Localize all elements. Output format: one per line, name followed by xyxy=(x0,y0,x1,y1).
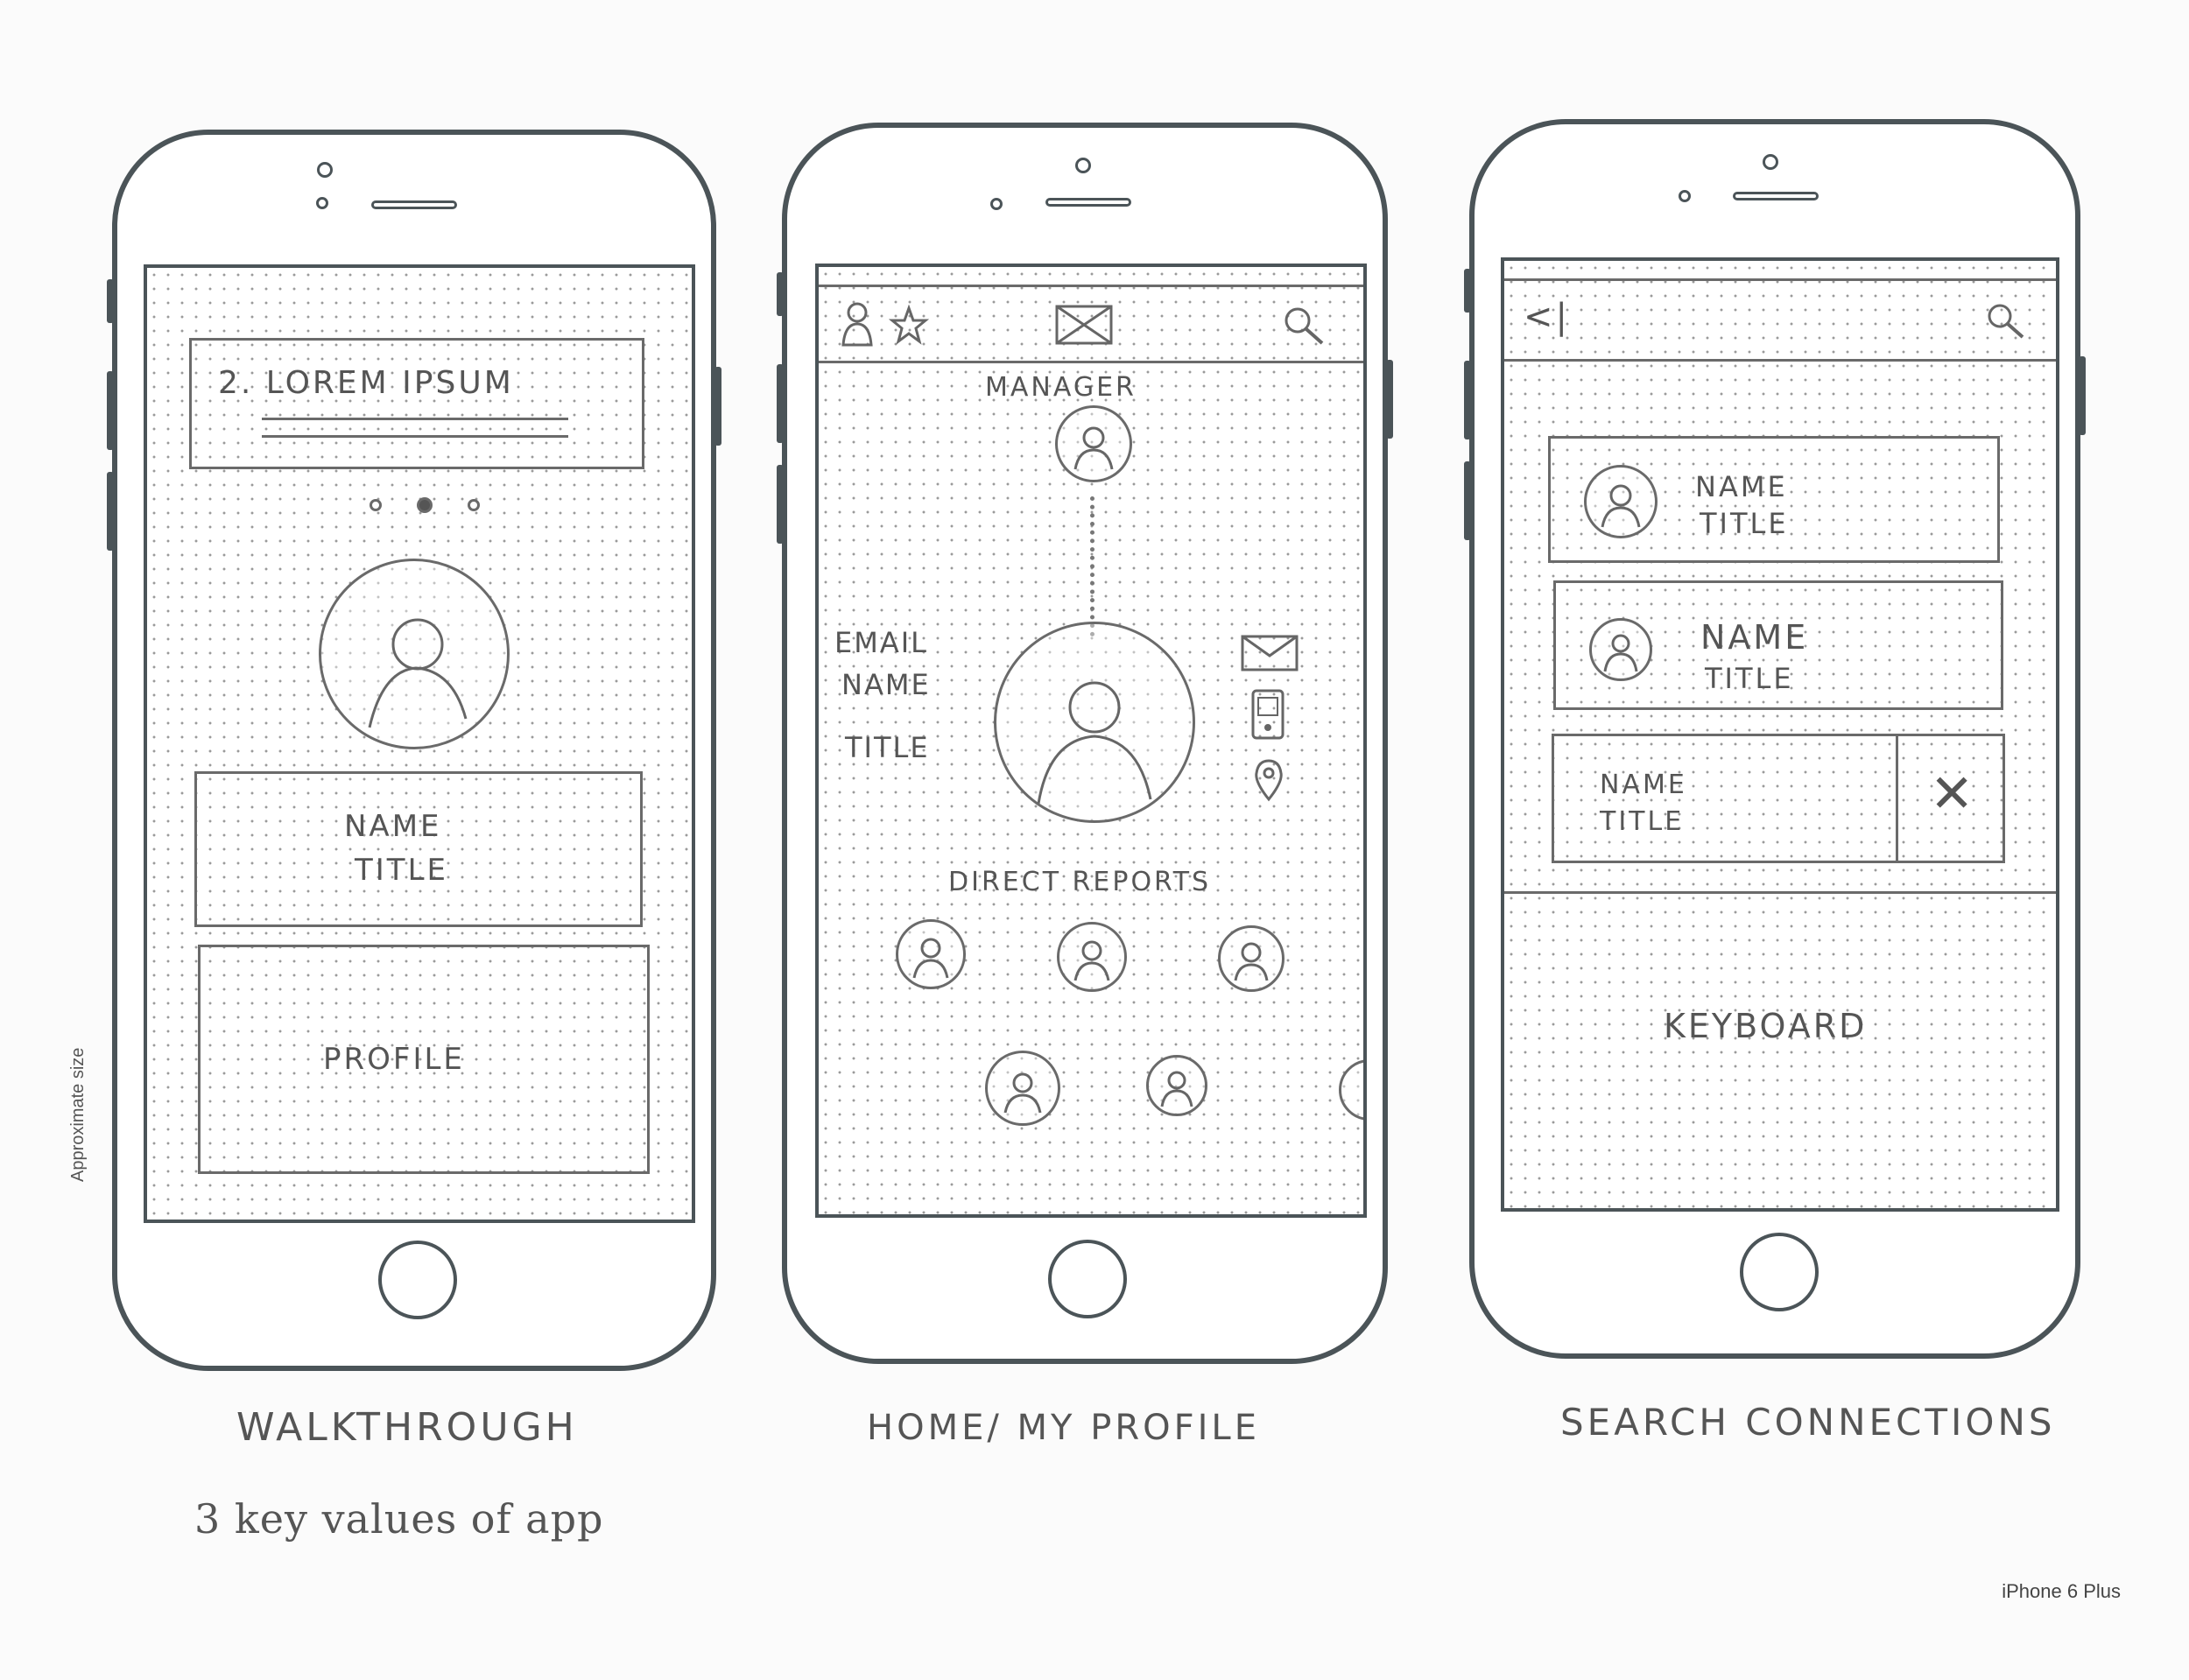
direct-report-avatar-3[interactable] xyxy=(1218,925,1285,992)
pager-dot-2-active[interactable] xyxy=(417,497,433,513)
result-name: NAME xyxy=(1600,770,1687,800)
phone-home-profile: MANAGER EMAIL NAME TITLE xyxy=(777,123,1393,1364)
person-icon xyxy=(912,938,949,979)
search-icon[interactable] xyxy=(1278,301,1327,350)
walkthrough-caption: WALKTHROUGH xyxy=(236,1405,578,1450)
home-button[interactable] xyxy=(1048,1240,1127,1318)
search-screen: <| NAME TITLE NAME TITLE NAME TITLE xyxy=(1501,257,2059,1212)
phone-walkthrough: 2. LOREM IPSUM NAME TITLE PROFILE xyxy=(107,130,721,1371)
direct-reports-label: DIRECT REPORTS xyxy=(948,867,1212,897)
search-result-2[interactable]: NAME TITLE xyxy=(1553,580,2003,710)
result-title: TITLE xyxy=(1600,806,1685,837)
person-icon xyxy=(1160,1071,1193,1107)
direct-report-avatar-2[interactable] xyxy=(1057,922,1127,992)
my-avatar[interactable] xyxy=(994,622,1195,823)
walkthrough-card-title: 2. LOREM IPSUM xyxy=(218,365,514,401)
approximate-size-note: Approximate size xyxy=(68,1047,88,1182)
walkthrough-card: 2. LOREM IPSUM xyxy=(189,338,644,469)
delete-action[interactable]: ✕ xyxy=(1896,734,2008,863)
manager-label: MANAGER xyxy=(985,372,1137,403)
manager-avatar[interactable] xyxy=(1055,405,1132,482)
pager-dots[interactable] xyxy=(370,497,492,515)
home-button[interactable] xyxy=(1740,1233,1819,1311)
person-icon xyxy=(1234,942,1269,981)
close-icon: ✕ xyxy=(1930,764,1974,823)
pager-dot-1[interactable] xyxy=(370,499,382,511)
keyboard-divider xyxy=(1504,891,2056,894)
profile-button-label: PROFILE xyxy=(323,1042,465,1077)
name-label: NAME xyxy=(841,668,931,701)
keyboard-label: KEYBOARD xyxy=(1664,1007,1868,1045)
star-icon[interactable] xyxy=(889,305,929,345)
location-pin-icon[interactable] xyxy=(1251,756,1286,805)
home-button[interactable] xyxy=(378,1241,457,1319)
walkthrough-name-title-box: NAME TITLE xyxy=(194,771,643,927)
search-top-nav: <| xyxy=(1504,278,2056,362)
search-result-3-swiped[interactable]: NAME TITLE ✕ xyxy=(1552,734,2005,863)
result-name: NAME xyxy=(1695,470,1788,503)
home-top-nav xyxy=(819,285,1363,363)
home-screen: MANAGER EMAIL NAME TITLE xyxy=(815,264,1367,1218)
result-title: TITLE xyxy=(1705,662,1794,695)
person-icon xyxy=(368,618,468,728)
search-caption: SEARCH CONNECTIONS xyxy=(1560,1401,2056,1444)
walkthrough-screen: 2. LOREM IPSUM NAME TITLE PROFILE xyxy=(144,264,695,1223)
pager-dot-3[interactable] xyxy=(468,499,480,511)
person-icon xyxy=(1601,484,1641,528)
search-icon[interactable] xyxy=(1982,299,2028,344)
direct-report-avatar-overflow[interactable] xyxy=(1339,1059,1363,1121)
title-label: TITLE xyxy=(845,731,930,764)
back-button[interactable]: <| xyxy=(1524,297,1570,337)
walkthrough-title: TITLE xyxy=(355,853,448,888)
direct-report-avatar-4[interactable] xyxy=(985,1051,1060,1126)
person-icon xyxy=(1073,940,1110,981)
person-icon xyxy=(1037,681,1152,805)
phone-search-connections: <| NAME TITLE NAME TITLE NAME TITLE xyxy=(1464,119,2086,1359)
email-label: EMAIL xyxy=(834,626,928,659)
result-avatar xyxy=(1589,618,1652,681)
email-icon[interactable] xyxy=(1239,633,1300,673)
person-icon xyxy=(1073,426,1114,470)
phone-icon[interactable] xyxy=(1248,687,1288,743)
direct-report-avatar-1[interactable] xyxy=(896,919,966,989)
profile-button[interactable]: PROFILE xyxy=(198,945,650,1174)
direct-report-avatar-5[interactable] xyxy=(1146,1055,1207,1116)
result-name: NAME xyxy=(1700,618,1809,657)
home-caption: HOME/ MY PROFILE xyxy=(867,1408,1260,1448)
logo-placeholder-icon xyxy=(1055,305,1113,345)
keyboard-area[interactable]: KEYBOARD xyxy=(1504,893,2056,1208)
person-icon xyxy=(1603,634,1638,672)
person-icon xyxy=(1003,1072,1042,1114)
profile-icon[interactable] xyxy=(838,299,876,348)
result-avatar xyxy=(1584,465,1658,538)
device-model-label: iPhone 6 Plus xyxy=(2002,1580,2121,1602)
walkthrough-avatar xyxy=(319,559,510,749)
walkthrough-name: NAME xyxy=(344,809,442,844)
manager-connector xyxy=(1090,496,1094,636)
search-result-1[interactable]: NAME TITLE xyxy=(1548,436,2000,563)
result-title: TITLE xyxy=(1700,507,1789,540)
walkthrough-note: 3 key values of app xyxy=(194,1495,604,1543)
